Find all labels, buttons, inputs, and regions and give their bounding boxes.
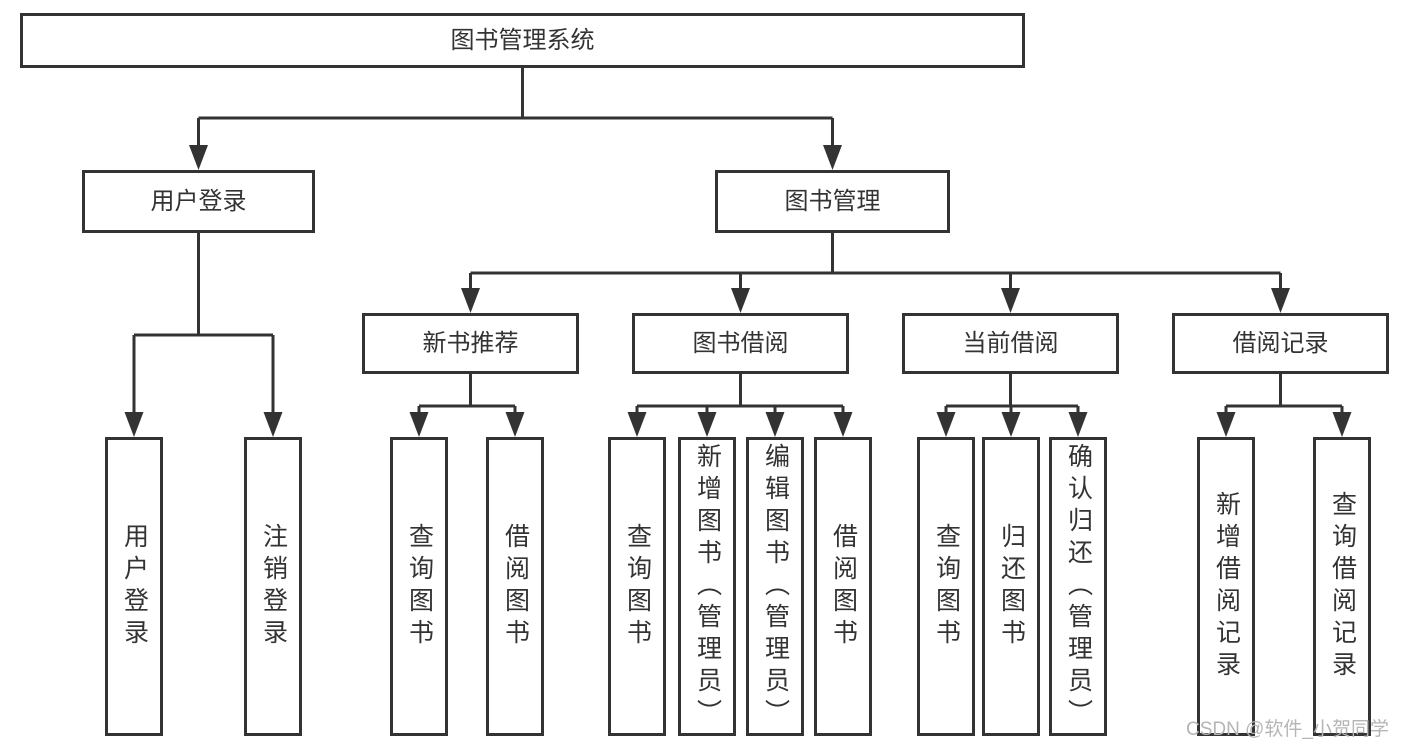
node-leaf-return-books: 归还图书	[982, 437, 1040, 736]
node-leaf-logout: 注销登录	[244, 437, 302, 736]
node-leaf-add-borrow-record: 新增借阅记录	[1197, 437, 1255, 736]
node-leaf-query-books-borrowing: 查询图书	[608, 437, 666, 736]
node-library-management-system: 图书管理系统	[20, 13, 1025, 68]
node-book-borrowing: 图书借阅	[632, 313, 849, 374]
arrowhead-icons	[124, 145, 1352, 437]
node-borrowing-records: 借阅记录	[1172, 313, 1389, 374]
node-book-management: 图书管理	[715, 170, 950, 233]
node-leaf-borrow-books-recommend: 借阅图书	[486, 437, 544, 736]
node-new-book-recommendation: 新书推荐	[362, 313, 579, 374]
node-leaf-edit-books-admin: 编辑图书（管理员）	[746, 437, 804, 736]
node-leaf-query-books-recommend: 查询图书	[390, 437, 448, 736]
node-leaf-user-login: 用户登录	[105, 437, 163, 736]
node-current-borrowing: 当前借阅	[902, 313, 1119, 374]
csdn-watermark: CSDN @软件_小贺同学	[1186, 719, 1389, 740]
node-leaf-query-borrow-record: 查询借阅记录	[1313, 437, 1371, 736]
node-user-login: 用户登录	[82, 170, 315, 233]
node-leaf-add-books-admin: 新增图书（管理员）	[678, 437, 736, 736]
node-leaf-query-books-current: 查询图书	[917, 437, 975, 736]
node-leaf-confirm-return-admin: 确认归还（管理员）	[1049, 437, 1107, 736]
node-leaf-borrow-books: 借阅图书	[814, 437, 872, 736]
